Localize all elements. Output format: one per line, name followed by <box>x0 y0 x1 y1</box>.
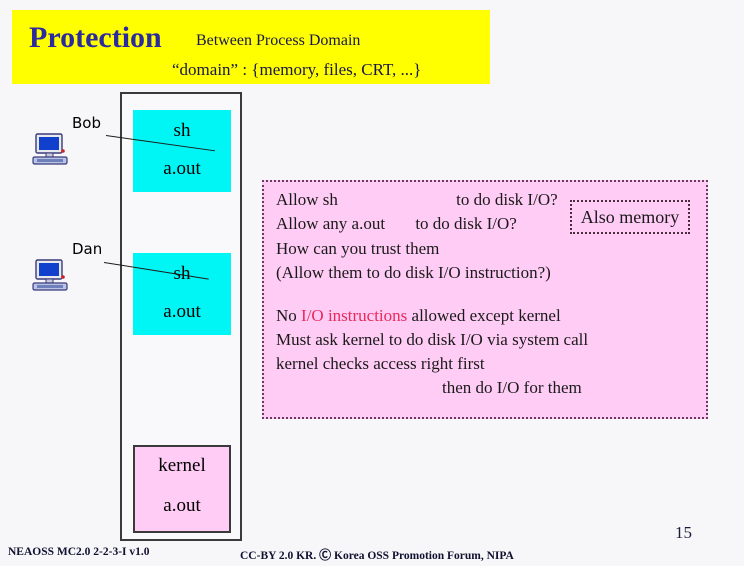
computer-icon <box>30 258 72 299</box>
explanation-line-5-highlight: I/O instructions <box>301 306 408 325</box>
explanation-line-7: kernel checks access right first <box>276 354 485 373</box>
explanation-line-5-suffix: allowed except kernel <box>407 306 561 325</box>
kernel-block-line1: kernel <box>158 455 206 476</box>
explanation-line-6: Must ask kernel to do disk I/O via syste… <box>276 330 589 349</box>
process-block-dan: sh a.out <box>133 253 231 335</box>
process-block-dan-line2: a.out <box>163 301 201 322</box>
kernel-block-line2: a.out <box>163 495 201 516</box>
explanation-line-1-question: to do disk I/O? <box>456 190 558 209</box>
explanation-line-1-subject: Allow sh <box>276 190 338 209</box>
title-subtitle-line-1: Between Process Domain <box>196 32 361 49</box>
title-banner: Protection Between Process Domain “domai… <box>12 10 490 84</box>
footer-license-prefix: CC-BY 2.0 KR. <box>240 550 320 562</box>
page-title: Protection <box>29 21 162 54</box>
process-block-bob-line2: a.out <box>163 158 201 179</box>
process-block-bob: sh a.out <box>133 110 231 192</box>
kernel-block: kernel a.out <box>133 445 231 533</box>
explanation-line-5: No I/O instructions allowed except kerne… <box>276 306 561 326</box>
user-dan-label: Dan <box>72 240 103 258</box>
explanation-line-5-prefix: No <box>276 306 302 325</box>
user-bob-label: Bob <box>72 114 101 132</box>
copyright-icon: Ⓒ <box>319 548 332 562</box>
title-subtitle-line-2: “domain” : {memory, files, CRT, ...} <box>172 60 422 79</box>
explanation-line-3: How can you trust them <box>276 239 440 258</box>
explanation-line-1: Allow sh to do disk I/O? <box>276 190 558 210</box>
explanation-line-8: then do I/O for them <box>442 378 582 397</box>
process-block-bob-line1: sh <box>173 120 191 141</box>
explanation-line-4: (Allow them to do disk I/O instruction?) <box>276 263 551 282</box>
footer-license-suffix: Korea OSS Promotion Forum, NIPA <box>331 550 514 562</box>
footer-left-text: NEAOSS MC2.0 2-2-3-I v1.0 <box>8 546 150 558</box>
explanation-panel: Allow sh to do disk I/O? Allow any a.out… <box>262 180 708 419</box>
explanation-line-2-question: to do disk I/O? <box>415 214 517 233</box>
explanation-line-2: Allow any a.out to do disk I/O? <box>276 214 517 234</box>
computer-icon <box>30 132 72 173</box>
also-memory-callout: Also memory <box>570 200 690 234</box>
explanation-line-2-subject: Allow any a.out <box>276 214 386 233</box>
footer-license-text: CC-BY 2.0 KR. Ⓒ Korea OSS Promotion Foru… <box>240 546 514 563</box>
page-number: 15 <box>675 523 692 542</box>
process-block-dan-line1: sh <box>173 263 191 284</box>
memory-column: sh a.out sh a.out kernel a.out <box>120 92 242 541</box>
